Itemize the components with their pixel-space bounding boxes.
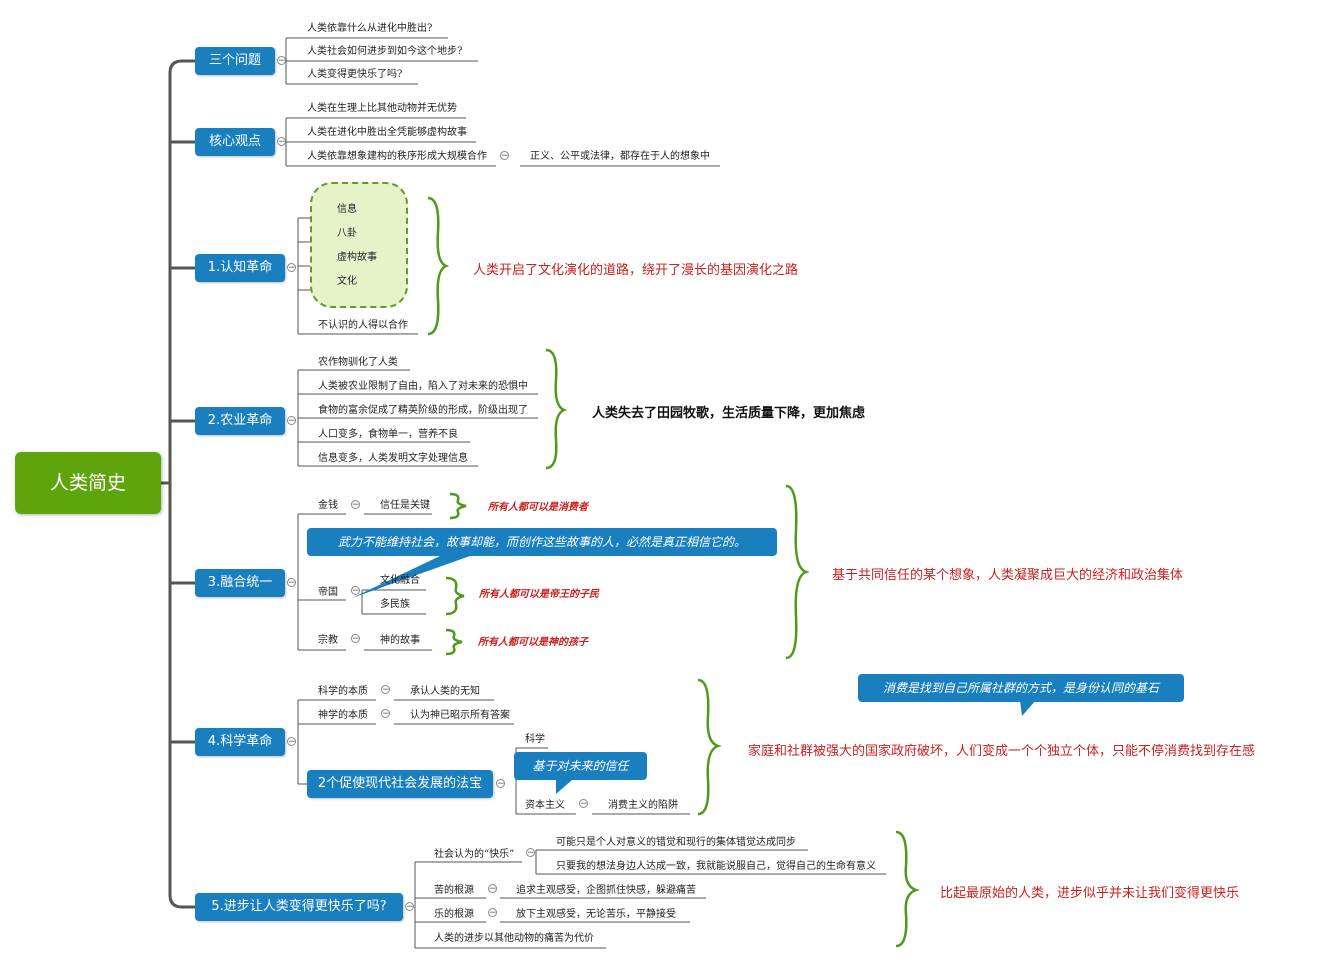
branch-agricultural-revolution[interactable]: 2.农业革命 bbox=[195, 407, 285, 435]
leaf-religion[interactable]: 宗教 bbox=[318, 635, 338, 646]
collapse-toggle-icon[interactable]: − bbox=[287, 416, 296, 426]
branch-happiness[interactable]: 5.进步让人类变得更快乐了吗? bbox=[195, 893, 403, 921]
summary-agricultural[interactable]: 人类失去了田园牧歌，生活质量下降，更加焦虑 bbox=[592, 406, 866, 421]
leaf-gossip[interactable]: 八卦 bbox=[337, 228, 357, 239]
leaf-core-3[interactable]: 人类依靠想象建构的秩序形成大规模合作 bbox=[307, 151, 487, 162]
leaf-money[interactable]: 金钱 bbox=[318, 500, 338, 511]
collapse-toggle-icon[interactable]: − bbox=[381, 685, 390, 695]
collapse-toggle-icon[interactable]: − bbox=[287, 263, 296, 273]
leaf-joy-root[interactable]: 乐的根源 bbox=[434, 909, 474, 920]
leaf-science-essence[interactable]: 科学的本质 bbox=[318, 686, 368, 697]
callout-future-trust[interactable]: 基于对未来的信任 bbox=[514, 752, 647, 780]
root-node[interactable]: 人类简史 bbox=[15, 452, 161, 514]
callout-stories[interactable]: 武力不能维持社会，故事却能，而创作这些故事的人，必然是真正相信它的。 bbox=[307, 528, 777, 556]
leaf-core-2[interactable]: 人类在进化中胜出全凭能够虚构故事 bbox=[307, 127, 467, 138]
leaf-agri-4[interactable]: 人口变多，食物单一，营养不良 bbox=[318, 429, 458, 440]
leaf-stranger-cooperation[interactable]: 不认识的人得以合作 bbox=[318, 320, 408, 331]
leaf-trust-key[interactable]: 信任是关键 bbox=[380, 500, 430, 511]
collapse-toggle-icon[interactable]: − bbox=[496, 779, 505, 789]
leaf-science[interactable]: 科学 bbox=[525, 734, 545, 745]
branch-unification[interactable]: 3.融合统一 bbox=[195, 569, 285, 597]
leaf-agri-2[interactable]: 人类被农业限制了自由，陷入了对未来的恐惧中 bbox=[318, 381, 528, 392]
summary-happiness[interactable]: 比起最原始的人类，进步似乎并未让我们变得更快乐 bbox=[940, 886, 1240, 901]
leaf-agri-5[interactable]: 信息变多，人类发明文字处理信息 bbox=[318, 453, 468, 464]
leaf-capitalism[interactable]: 资本主义 bbox=[525, 800, 565, 811]
collapse-toggle-icon[interactable]: − bbox=[500, 151, 509, 161]
leaf-question-1[interactable]: 人类依靠什么从进化中胜出? bbox=[307, 23, 433, 34]
leaf-theology-essence[interactable]: 神学的本质 bbox=[318, 710, 368, 721]
leaf-suffering-root[interactable]: 苦的根源 bbox=[434, 885, 474, 896]
leaf-core-1[interactable]: 人类在生理上比其他动物并无优势 bbox=[307, 103, 457, 114]
leaf-empire[interactable]: 帝国 bbox=[318, 587, 338, 598]
callout-consumption-identity[interactable]: 消费是找到自己所属社群的方式，是身份认同的基石 bbox=[858, 674, 1184, 702]
summary-scientific[interactable]: 家庭和社群被强大的国家政府破坏，人们变成一个个独立个体，只能不停消费找到存在感 bbox=[748, 744, 1256, 759]
collapse-toggle-icon[interactable]: − bbox=[287, 578, 296, 588]
note-children-of-god[interactable]: 所有人都可以是神的孩子 bbox=[478, 637, 588, 648]
branch-cognitive-revolution[interactable]: 1.认知革命 bbox=[195, 254, 285, 282]
collapse-toggle-icon[interactable]: − bbox=[277, 137, 286, 147]
collapse-toggle-icon[interactable]: − bbox=[405, 902, 414, 912]
leaf-society-happiness[interactable]: 社会认为的“快乐” bbox=[434, 849, 515, 860]
collapse-toggle-icon[interactable]: − bbox=[351, 634, 360, 644]
branch-scientific-revolution[interactable]: 4.科学革命 bbox=[195, 728, 285, 756]
collapse-toggle-icon[interactable]: − bbox=[287, 737, 296, 747]
collapse-toggle-icon[interactable]: − bbox=[381, 709, 390, 719]
collapse-toggle-icon[interactable]: − bbox=[351, 586, 360, 596]
node-two-treasures[interactable]: 2个促使现代社会发展的法宝 bbox=[307, 770, 493, 798]
leaf-god-story[interactable]: 神的故事 bbox=[380, 635, 420, 646]
leaf-core-sub[interactable]: 正义、公平或法律，都存在于人的想象中 bbox=[530, 151, 710, 162]
leaf-fiction[interactable]: 虚构故事 bbox=[337, 252, 377, 263]
leaf-happiness-consensus[interactable]: 只要我的想法身边人达成一致，我就能说服自己，觉得自己的生命有意义 bbox=[556, 861, 876, 872]
leaf-agri-1[interactable]: 农作物驯化了人类 bbox=[318, 357, 398, 368]
note-subjects[interactable]: 所有人都可以是帝王的子民 bbox=[479, 589, 599, 600]
leaf-multi-ethnic[interactable]: 多民族 bbox=[380, 599, 410, 610]
leaf-culture-fusion[interactable]: 文化融合 bbox=[380, 575, 420, 586]
grouped-concepts-boundary bbox=[310, 182, 408, 308]
summary-unification[interactable]: 基于共同信任的某个想象，人类凝聚成巨大的经济和政治集体 bbox=[832, 568, 1184, 583]
note-consumers[interactable]: 所有人都可以是消费者 bbox=[488, 502, 588, 513]
leaf-culture[interactable]: 文化 bbox=[337, 276, 357, 287]
leaf-suffering-cause[interactable]: 追求主观感受，企图抓住快感，躲避痛苦 bbox=[516, 885, 696, 896]
leaf-admit-ignorance[interactable]: 承认人类的无知 bbox=[410, 686, 480, 697]
collapse-toggle-icon[interactable]: − bbox=[277, 56, 286, 66]
leaf-agri-3[interactable]: 食物的富余促成了精英阶级的形成，阶级出现了 bbox=[318, 405, 528, 416]
leaf-happiness-illusion[interactable]: 可能只是个人对意义的错觉和现行的集体错觉达成同步 bbox=[556, 837, 796, 848]
collapse-toggle-icon[interactable]: − bbox=[488, 908, 497, 918]
leaf-question-3[interactable]: 人类变得更快乐了吗? bbox=[307, 69, 403, 80]
leaf-animal-cost[interactable]: 人类的进步以其他动物的痛苦为代价 bbox=[434, 933, 594, 944]
branch-three-questions[interactable]: 三个问题 bbox=[195, 47, 275, 75]
collapse-toggle-icon[interactable]: − bbox=[351, 500, 360, 510]
leaf-consumerism-trap[interactable]: 消费主义的陷阱 bbox=[608, 800, 678, 811]
collapse-toggle-icon[interactable]: − bbox=[526, 848, 535, 858]
leaf-joy-cause[interactable]: 放下主观感受，无论苦乐，平静接受 bbox=[516, 909, 676, 920]
collapse-toggle-icon[interactable]: − bbox=[579, 799, 588, 809]
leaf-god-answers[interactable]: 认为神已昭示所有答案 bbox=[410, 710, 510, 721]
branch-core-views[interactable]: 核心观点 bbox=[195, 128, 275, 156]
collapse-toggle-icon[interactable]: − bbox=[488, 884, 497, 894]
leaf-information[interactable]: 信息 bbox=[337, 204, 357, 215]
leaf-question-2[interactable]: 人类社会如何进步到如今这个地步? bbox=[307, 46, 463, 57]
summary-cognitive[interactable]: 人类开启了文化演化的道路，绕开了漫长的基因演化之路 bbox=[473, 263, 799, 278]
